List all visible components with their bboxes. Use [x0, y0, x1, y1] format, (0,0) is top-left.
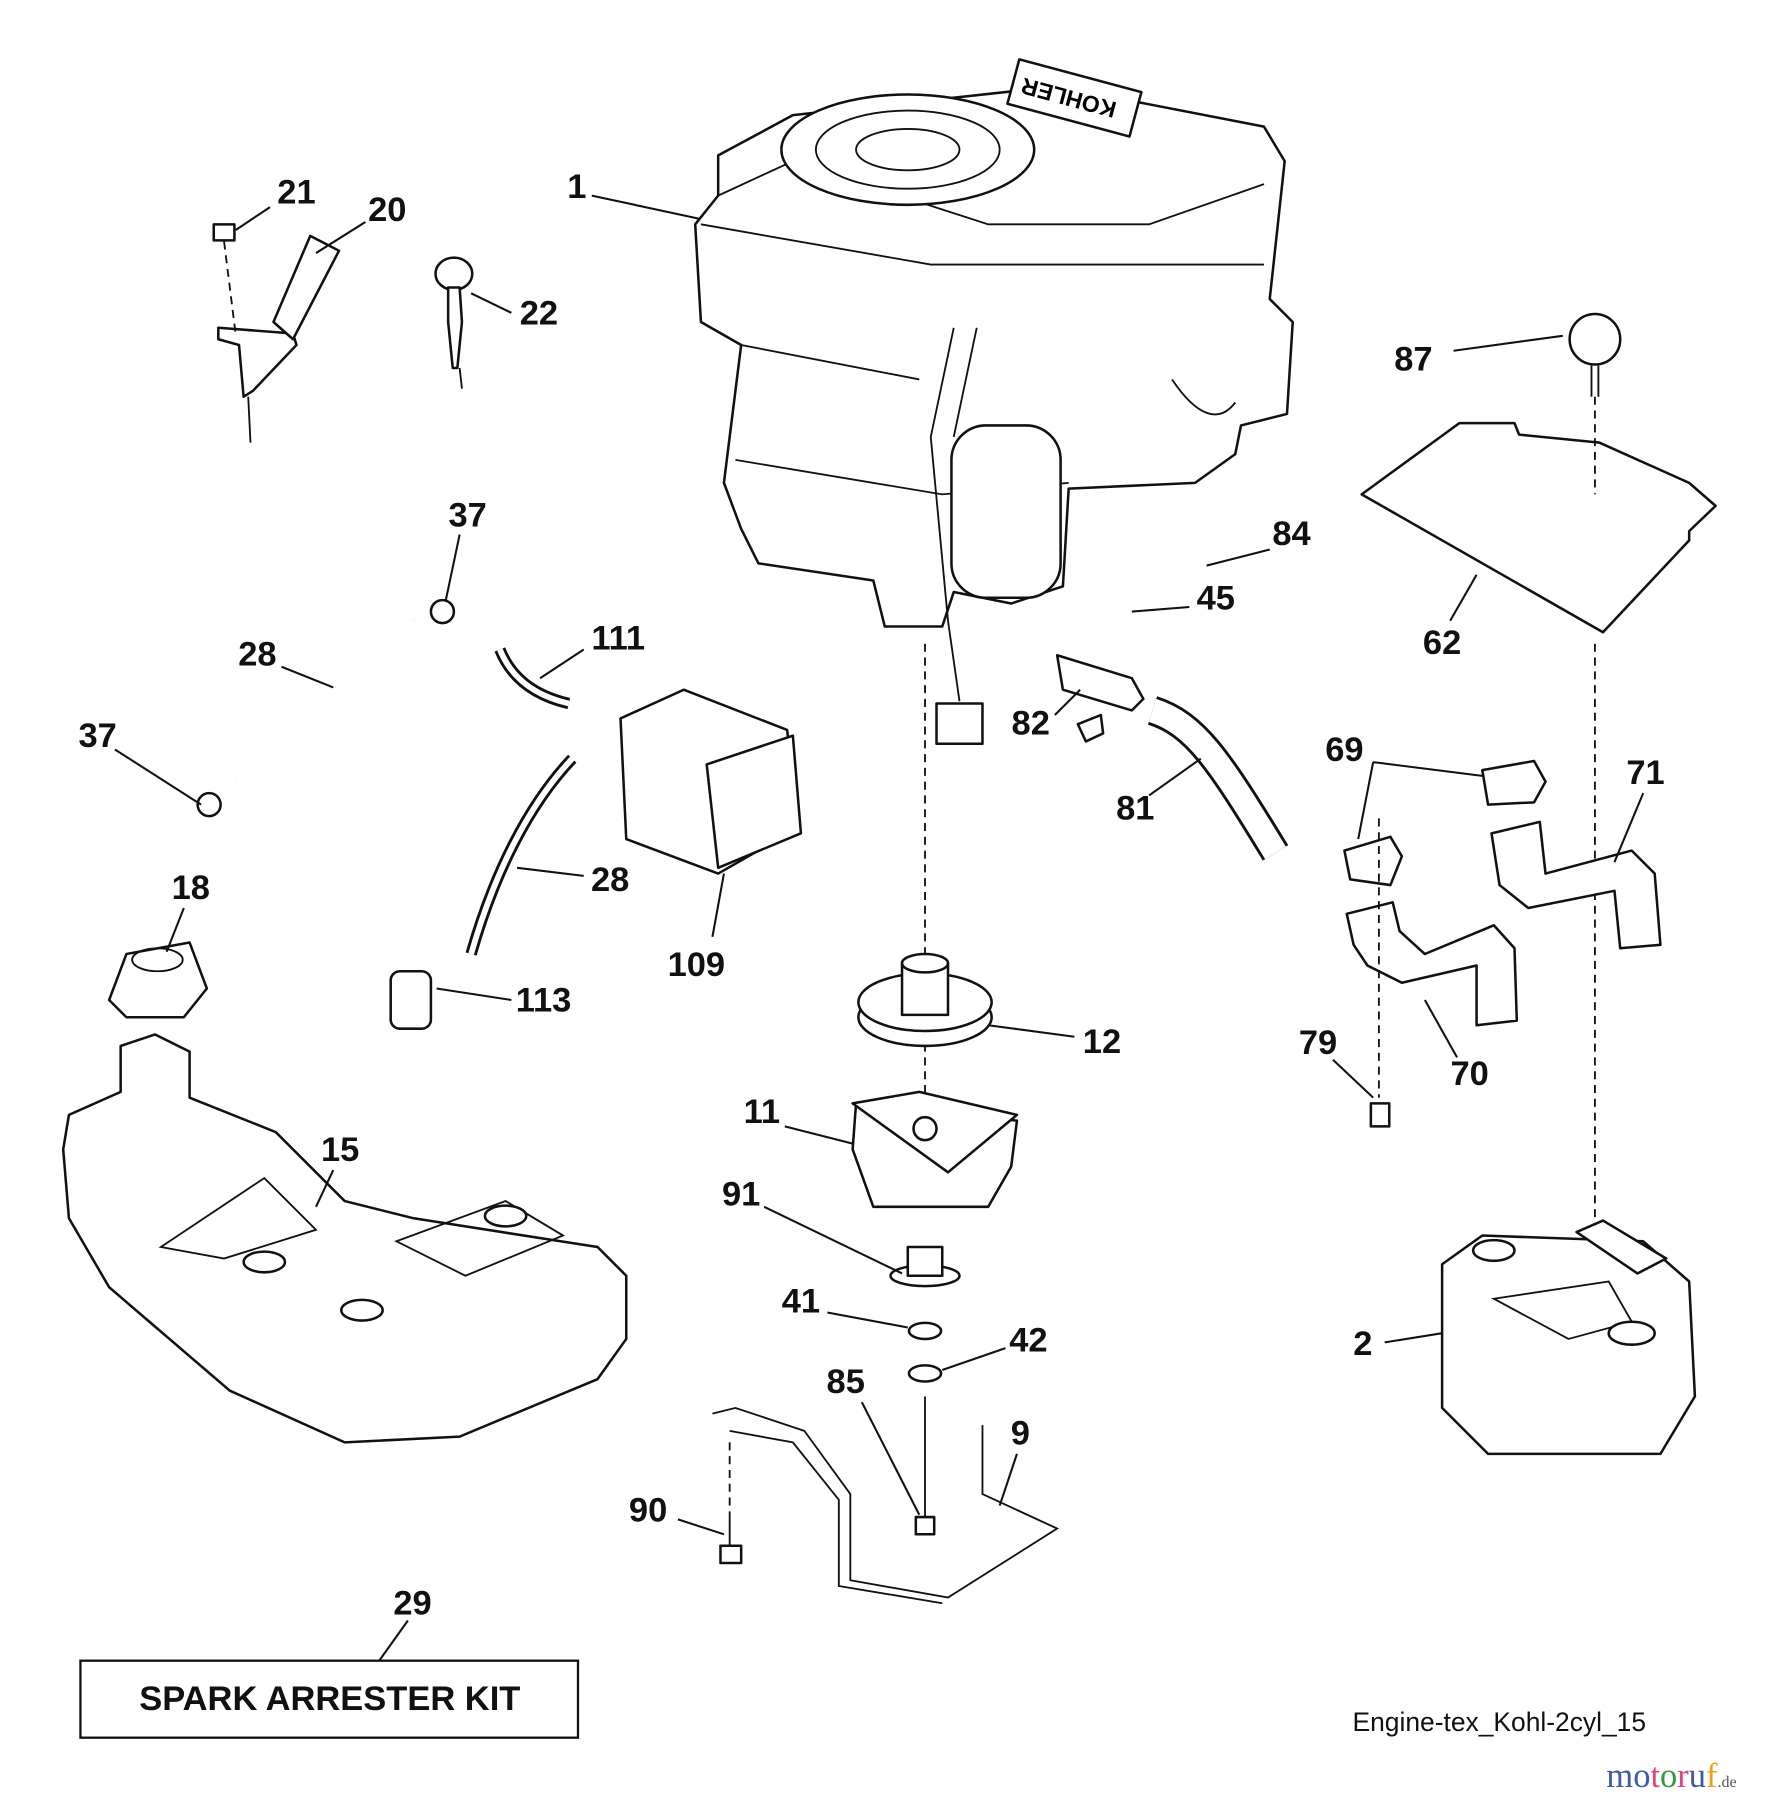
leader-line [998, 1453, 1018, 1506]
callout-number: 71 [1626, 754, 1664, 792]
leader-line [436, 987, 512, 1001]
callout-number: 85 [827, 1363, 865, 1401]
leader-line [988, 1024, 1075, 1038]
callout-number: 2 [1353, 1325, 1372, 1363]
leader-line [516, 866, 584, 877]
callout-number: 1 [567, 168, 586, 206]
callout-number: 70 [1451, 1055, 1489, 1093]
leader-line [763, 1205, 903, 1275]
callout-number: 84 [1272, 515, 1310, 553]
callout-number: 91 [722, 1176, 760, 1214]
leader-line [378, 1619, 409, 1662]
engine-part-1: KOHLER [693, 58, 1294, 745]
callout-number: 90 [629, 1492, 667, 1530]
choke-knob-part-22 [434, 256, 474, 389]
callout-number: 29 [393, 1585, 431, 1623]
leader-line [1206, 548, 1270, 567]
callout-number: 111 [591, 619, 645, 657]
fuel-filter-part-109 [389, 653, 1145, 1030]
leader-line [315, 1169, 335, 1208]
callout-number: 22 [520, 294, 558, 332]
leader-line [539, 648, 585, 680]
callout-number: 12 [1083, 1023, 1121, 1061]
callout-number: 45 [1197, 579, 1235, 617]
leader-line [591, 194, 699, 220]
spark-arrester-kit-label: SPARK ARRESTER KIT [139, 1680, 520, 1718]
leader-line [1357, 761, 1375, 840]
callout-number: 79 [1299, 1024, 1337, 1062]
leader-line [941, 1347, 1006, 1371]
callout-number: 62 [1423, 624, 1461, 662]
leader-line [1423, 999, 1458, 1058]
callout-number: 11 [744, 1093, 780, 1131]
leader-line [315, 221, 366, 254]
callout-number: 15 [321, 1131, 359, 1169]
leader-line [1384, 1332, 1443, 1344]
callout-number: 37 [79, 717, 117, 755]
leader-line [1148, 757, 1202, 797]
callout-number: 28 [238, 636, 276, 674]
spark-arrester-kit-box [79, 1659, 580, 1739]
callout-number: 113 [516, 981, 572, 1019]
callout-number: 21 [277, 174, 315, 212]
callout-number: 87 [1394, 340, 1432, 378]
exhaust-pipes [1343, 759, 1662, 1128]
muffler-part-2 [1440, 1219, 1697, 1456]
callout-number: 81 [1116, 790, 1154, 828]
fuel-hoses [196, 598, 1289, 956]
leader-line [1373, 761, 1483, 777]
callout-number: 9 [1011, 1415, 1030, 1453]
callout-number: 41 [782, 1283, 820, 1321]
leader-line [827, 1311, 908, 1329]
callout-number: 42 [1009, 1322, 1047, 1360]
leader-line [281, 665, 334, 689]
leader-line [1449, 574, 1478, 622]
leader-line [470, 292, 512, 314]
leader-line [784, 1125, 853, 1145]
leader-line [1453, 334, 1563, 352]
leader-line [677, 1518, 725, 1536]
throttle-control-part-20 [212, 223, 341, 443]
leader-line [165, 907, 185, 953]
leader-line [114, 748, 202, 806]
callout-number: 18 [172, 869, 210, 907]
leader-line [1332, 1058, 1374, 1099]
leader-line [1613, 792, 1645, 863]
leader-line [711, 873, 725, 937]
clutch-stack [851, 643, 1019, 1536]
leader-line [860, 1401, 921, 1516]
bracket-part-9 [712, 1406, 1060, 1605]
leader-line [1131, 605, 1190, 613]
callout-number: 82 [1012, 705, 1050, 743]
callout-number: 37 [449, 497, 487, 535]
callout-number: 20 [368, 191, 406, 229]
leader-line [1054, 688, 1081, 716]
diagram-reference: Engine-tex_Kohl-2cyl_15 [1352, 1707, 1646, 1737]
callout-number: 28 [591, 861, 629, 899]
heat-shield-part-62 [1360, 312, 1717, 1230]
leader-line [444, 534, 461, 601]
callout-number: 109 [668, 946, 726, 984]
callout-number: 69 [1325, 731, 1363, 769]
motoruf-watermark: motoruf.de [1606, 1757, 1736, 1795]
leader-line [234, 206, 271, 231]
fuel-tank-part-15 [61, 941, 628, 1444]
